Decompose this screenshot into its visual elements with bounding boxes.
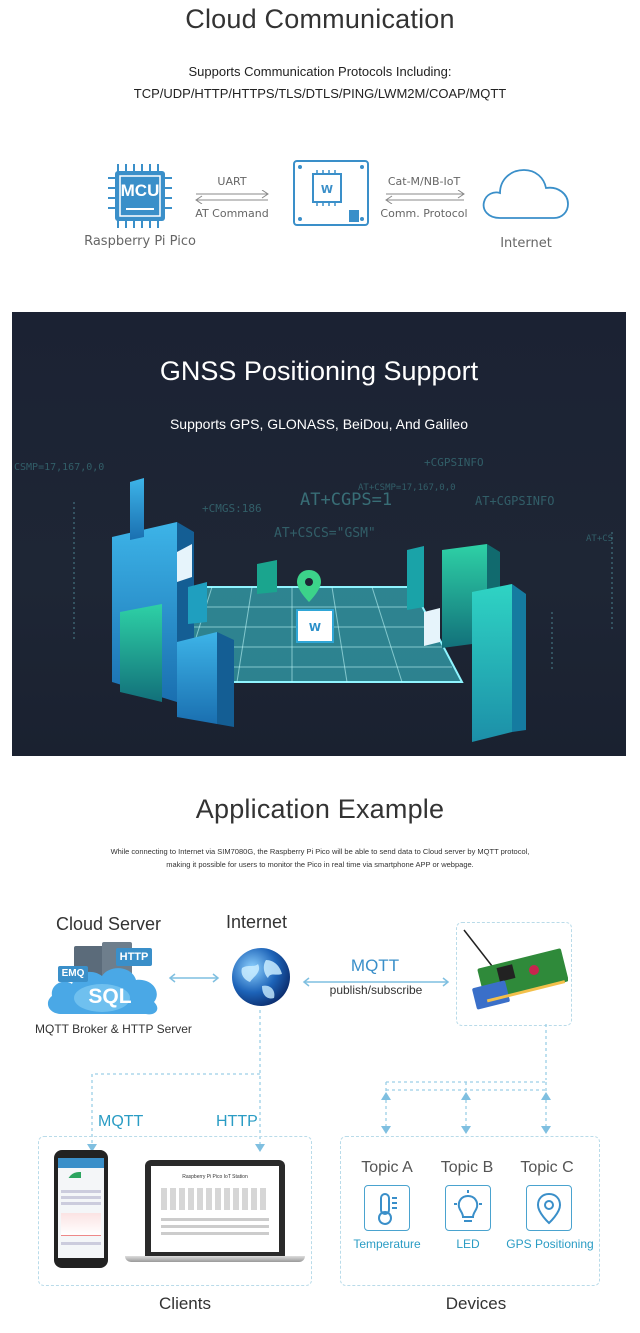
pico-label: Raspberry Pi Pico [84, 234, 196, 249]
at-command-label: AT Command [195, 207, 269, 220]
code-text: AT+CGPSINFO [475, 494, 555, 508]
comm-protocol-label: Comm. Protocol [380, 207, 468, 220]
http-badge: HTTP [116, 948, 152, 966]
code-text: CSMP=17,167,0,0 [14, 462, 105, 473]
cloud-title: Cloud Communication [185, 4, 455, 34]
pico-device-box [456, 922, 572, 1026]
cloud-server-label: Cloud Server [56, 914, 162, 934]
pubsub-label: publish/subscribe [329, 983, 423, 997]
clients-label: Clients [159, 1294, 211, 1313]
topic-b-caption: LED [456, 1237, 480, 1251]
gnss-panel: CSMP=17,167,0,0 +CGPSINFO AT+CSMP=17,167… [12, 312, 626, 756]
topic-a-label: Topic A [361, 1159, 413, 1176]
mqtt-label: MQTT [350, 956, 400, 975]
sim-module-icon: W [293, 160, 369, 226]
clients-box [38, 1136, 312, 1286]
laptop-screen-title: Raspberry Pi Pico IoT Station [182, 1174, 248, 1180]
gnss-title: GNSS Positioning Support [159, 356, 479, 386]
laptop-icon: Raspberry Pi Pico IoT Station [145, 1160, 285, 1256]
sql-label: SQL [88, 985, 132, 1008]
code-text: AT+CS [586, 534, 614, 544]
devices-box [340, 1136, 600, 1286]
app-desc-1: While connecting to Internet via SIM7080… [110, 847, 530, 856]
mqtt-client-label: MQTT [98, 1113, 144, 1130]
devices-label: Devices [445, 1294, 507, 1313]
topic-c-label: Topic C [520, 1159, 574, 1176]
catm-arrow [385, 190, 465, 204]
emq-badge: EMQ [58, 966, 88, 982]
app-desc-2: making it possible for users to monitor … [166, 860, 474, 869]
thermometer-icon [364, 1185, 410, 1231]
pico-board-icon [463, 929, 568, 1010]
cloud-sub-1: Supports Communication Protocols Includi… [188, 64, 452, 79]
topic-c-caption: GPS Positioning [506, 1237, 594, 1251]
app-title: Application Example [195, 794, 445, 824]
mqtt-arrow [302, 977, 450, 987]
code-text: +CGPSINFO [424, 456, 484, 469]
code-text: AT+CGPS=1 [300, 490, 393, 510]
laptop-base [125, 1256, 305, 1262]
internet-label: Internet [500, 236, 552, 251]
smartphone-icon [54, 1150, 108, 1268]
cloud-internet-arrow [168, 973, 220, 983]
svg-text:W: W [321, 183, 333, 196]
code-text: +CMGS:186 [202, 502, 262, 515]
topic-a-caption: Temperature [353, 1237, 421, 1251]
catm-label: Cat-M/NB-IoT [387, 175, 461, 188]
topic-b-label: Topic B [440, 1159, 494, 1176]
city-illustration: W [73, 478, 613, 742]
mcu-chip-icon [108, 164, 172, 228]
uart-arrow [195, 190, 269, 204]
mcu-label: MCU [120, 181, 160, 200]
http-client-label: HTTP [216, 1113, 258, 1130]
location-pin-icon [526, 1185, 572, 1231]
uart-label: UART [217, 175, 247, 188]
svg-text:W: W [309, 621, 321, 634]
code-text: AT+CSMP=17,167,0,0 [358, 483, 456, 493]
gnss-sub: Supports GPS, GLONASS, BeiDou, And Galil… [169, 416, 469, 432]
internet-title: Internet [226, 912, 288, 932]
cloud-sub-2: TCP/UDP/HTTP/HTTPS/TLS/DTLS/PING/LWM2M/C… [133, 86, 507, 101]
code-text: AT+CSCS="GSM" [274, 526, 376, 541]
broker-label: MQTT Broker & HTTP Server [35, 1022, 192, 1036]
globe-icon [232, 948, 290, 1006]
lightbulb-icon [445, 1185, 491, 1231]
cloud-icon [480, 164, 572, 224]
